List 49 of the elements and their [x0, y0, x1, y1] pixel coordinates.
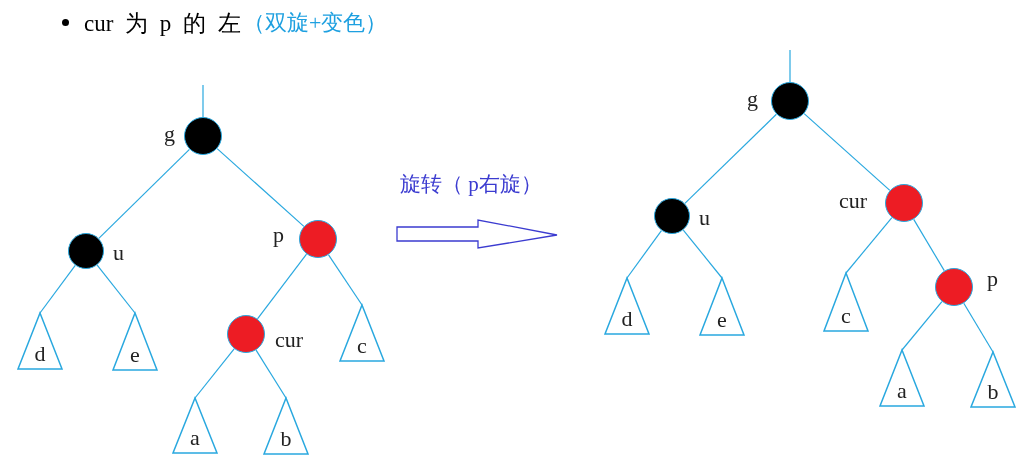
subtree-triangle	[700, 278, 744, 335]
tree-edge	[789, 49, 791, 83]
tree-edge	[256, 253, 308, 320]
subtree-triangle	[605, 278, 649, 334]
node-label: u	[113, 242, 124, 264]
node-label: p	[273, 224, 284, 246]
tree-edge	[194, 348, 235, 399]
subtree-triangle	[824, 273, 868, 331]
tree-edge	[913, 218, 945, 272]
subtree-label: b	[986, 381, 1000, 403]
tree-edge	[901, 301, 943, 351]
subtree-triangle	[113, 313, 157, 370]
subtree-triangle	[173, 398, 217, 453]
tree-edge	[98, 148, 191, 239]
subtree-label: e	[716, 309, 728, 331]
subtree-label: a	[189, 427, 201, 449]
tree-edge	[963, 302, 994, 353]
tree-edge	[845, 217, 893, 274]
subtree-label: d	[33, 343, 47, 365]
subtree-triangle	[971, 352, 1015, 407]
node-label: cur	[839, 190, 868, 212]
node-label: cur	[275, 329, 304, 351]
title: cur 为 p 的 左	[84, 10, 241, 38]
subtree-label: c	[356, 335, 368, 357]
subtree-label: a	[896, 380, 908, 402]
rotation-label: 旋转（ p右旋）	[400, 171, 542, 198]
tree-edge	[255, 349, 287, 399]
tree-edge	[626, 229, 663, 279]
tree-edge	[682, 229, 723, 279]
tree-edge	[216, 148, 305, 227]
tree-edge	[684, 113, 777, 205]
tree-edge	[202, 84, 204, 118]
tree-edge	[803, 113, 891, 191]
subtree-label: b	[279, 428, 293, 450]
tree-edge	[96, 264, 136, 314]
node-label: g	[164, 123, 175, 145]
node-label: g	[747, 88, 758, 110]
subtree-label: d	[620, 308, 634, 330]
tree-edge	[39, 264, 76, 314]
tree-edge	[327, 254, 363, 306]
node-label: p	[987, 268, 998, 290]
subtree-triangle	[880, 350, 924, 406]
subtree-triangle	[18, 313, 62, 369]
subtree-triangle	[264, 398, 308, 454]
subtree-label: e	[129, 344, 141, 366]
subtree-triangle	[340, 305, 384, 361]
node-label: u	[699, 207, 710, 229]
subtree-label: c	[840, 305, 852, 327]
title-note: （双旋+变色）	[243, 9, 388, 37]
